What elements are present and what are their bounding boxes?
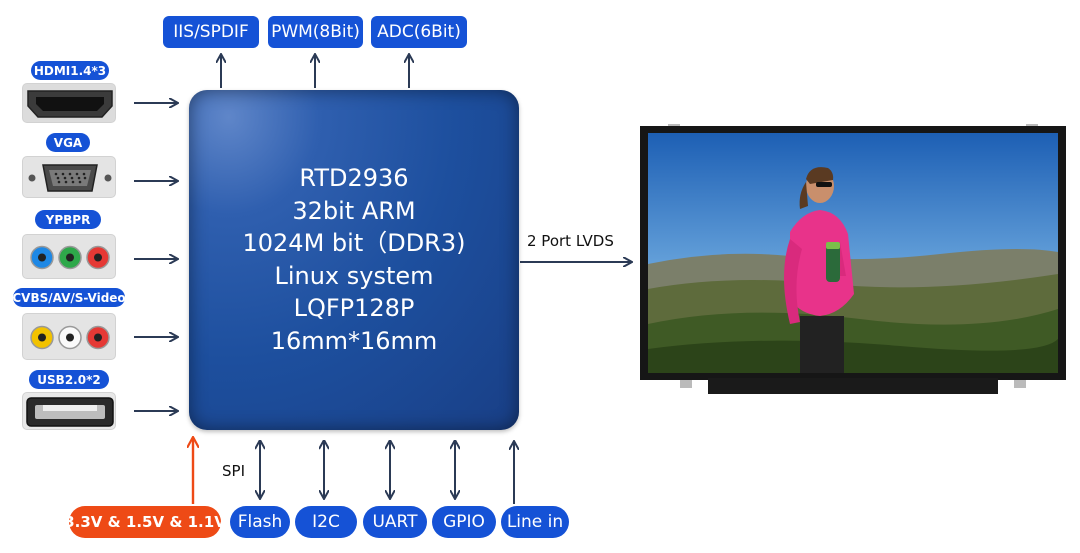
usb-port-icon (22, 392, 116, 430)
gpio-pill: GPIO (432, 506, 496, 538)
chip-memory: 1024M bit（DDR3) (242, 229, 466, 257)
iis-spdif-pill: IIS/SPDIF (163, 16, 259, 48)
line-in-pill: Line in (501, 506, 569, 538)
cvbs-port-icon (22, 313, 116, 360)
flash-pill: Flash (230, 506, 290, 538)
spi-label: SPI (222, 462, 245, 480)
cvbs-pill: CVBS/AV/S-Video (12, 288, 126, 307)
adc-pill: ADC(6Bit) (371, 16, 467, 48)
chip-cpu: 32bit ARM (292, 196, 416, 225)
chip-os: Linux system (274, 261, 434, 290)
vga-pill: VGA (46, 133, 90, 152)
chip-specs: RTD2936 32bit ARM 1024M bit（DDR3) Linux … (189, 162, 519, 357)
i2c-pill: I2C (295, 506, 357, 538)
power-supply-pill: 3.3V & 1.5V & 1.1V (64, 506, 226, 538)
hdmi-port-icon (22, 83, 116, 123)
chip-size: 16mm*16mm (270, 326, 438, 355)
lvds-label: 2 Port LVDS (527, 232, 614, 250)
chip-model: RTD2936 (299, 164, 409, 192)
lcd-panel (640, 124, 1066, 394)
soc-chip: RTD2936 32bit ARM 1024M bit（DDR3) Linux … (189, 90, 519, 430)
ypbpr-port-icon (22, 234, 116, 279)
hdmi-pill: HDMI1.4*3 (31, 61, 109, 80)
vga-port-icon (22, 156, 116, 198)
usb-pill: USB2.0*2 (29, 370, 109, 389)
ypbpr-pill: YPBPR (35, 210, 101, 229)
chip-package: LQFP128P (293, 294, 415, 322)
pwm-pill: PWM(8Bit) (268, 16, 363, 48)
uart-pill: UART (363, 506, 427, 538)
